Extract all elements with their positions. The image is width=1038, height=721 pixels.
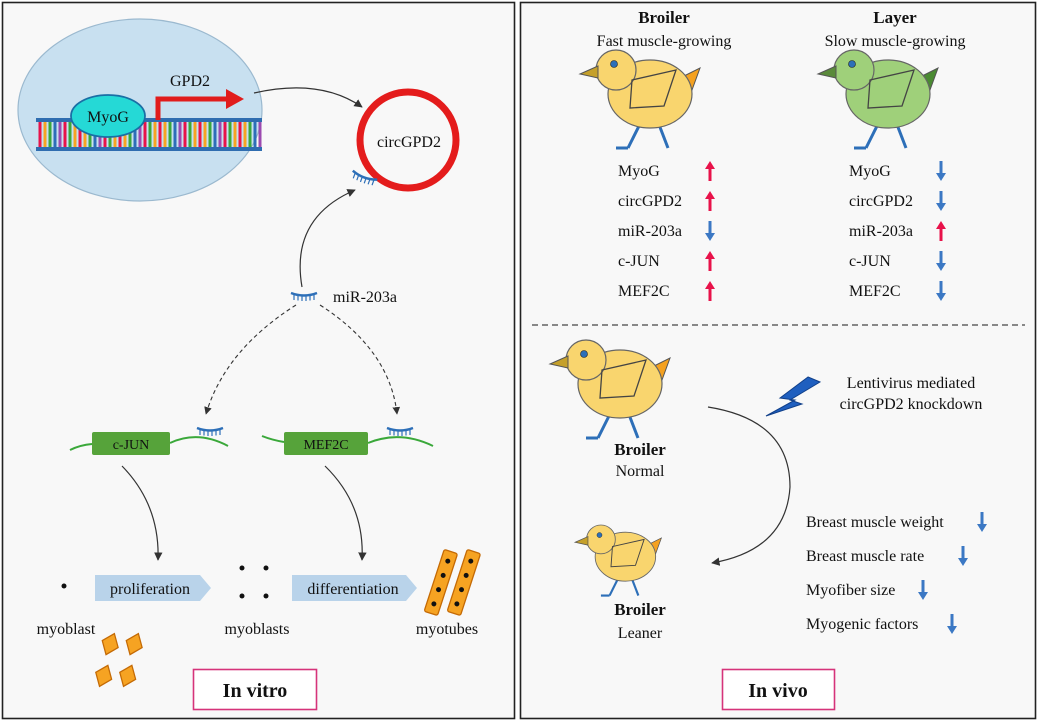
transcription-start-arrow [155,96,228,120]
leaner-subtitle: Leaner [618,625,663,642]
broiler-marker-0: MyoG [618,163,660,180]
outcome-3: Myogenic factors [806,616,918,633]
mef2c-effect-arrow [324,465,367,561]
cjun-mrna-box [92,432,170,455]
layer-marker-2: miR-203a [849,223,913,240]
outcome-2: Myofiber size [806,582,895,599]
myoblast-label: myoblast [37,621,96,638]
in-vitro-box [192,668,318,711]
circgpd2-label: circGPD2 [377,134,441,151]
splicing-arrow [253,87,363,108]
layer-subtitle: Slow muscle-growing [825,33,966,50]
knockdown-arrow [707,406,791,566]
broiler-chick [578,49,701,150]
gpd2-label: GPD2 [170,73,210,90]
myoblast-cell [61,583,67,589]
mirna-label: miR-203a [333,289,397,306]
myoblasts-label: myoblasts [225,621,290,638]
myoblast-cell [101,565,245,656]
myoblast-cell [95,593,245,688]
mirna-to-cjun-arrow [204,304,297,415]
circgpd2-ring [356,88,460,192]
mirna-to-mef2c-arrow [319,304,401,415]
broiler-subtitle: Fast muscle-growing [597,33,732,50]
layer-marker-4: MEF2C [849,283,901,300]
layer-marker-3: c-JUN [849,253,891,270]
mef2c-label: MEF2C [303,438,348,453]
layer-marker-1: circGPD2 [849,193,913,210]
myog-protein [70,94,146,138]
leaner-title: Broiler [614,600,666,619]
differentiation-arrow [292,575,417,601]
myoblasts-cells [95,565,269,688]
treatment-line-1: Lentivirus mediated [847,375,975,392]
mef2c-mrna-box [284,432,368,455]
normal-subtitle: Normal [616,463,665,480]
knockdown-lightning-icon [765,376,822,417]
normal-title: Broiler [614,440,666,459]
differentiation-label: differentiation [307,581,398,598]
myotubes-label: myotubes [416,621,478,638]
proliferation-label: proliferation [110,581,190,598]
cjun-effect-arrow [121,465,163,561]
broiler-title: Broiler [638,8,690,27]
myoblast-cell [125,565,269,656]
broiler-marker-4: MEF2C [618,283,670,300]
outcome-1: Breast muscle rate [806,548,924,565]
in-vivo-label: In vivo [748,680,807,702]
broiler-marker-3: c-JUN [618,253,660,270]
in-vivo-box [721,668,836,711]
myog-label: MyoG [87,109,129,126]
layer-marker-0: MyoG [849,163,891,180]
outcome-0: Breast muscle weight [806,514,944,531]
proliferation-arrow [95,575,211,601]
myoblast-cell [119,593,269,688]
broiler-marker-1: circGPD2 [618,193,682,210]
leaner-broiler-chick [573,524,663,597]
normal-broiler-chick [548,339,671,440]
layer-title: Layer [873,8,917,27]
myotube-cells [424,549,481,616]
broiler-marker-2: miR-203a [618,223,682,240]
layer-chick [816,49,939,150]
sponge-arrow [299,189,356,288]
treatment-line-2: circGPD2 knockdown [840,396,983,413]
in-vitro-label: In vitro [223,680,288,702]
cjun-label: c-JUN [113,438,150,453]
